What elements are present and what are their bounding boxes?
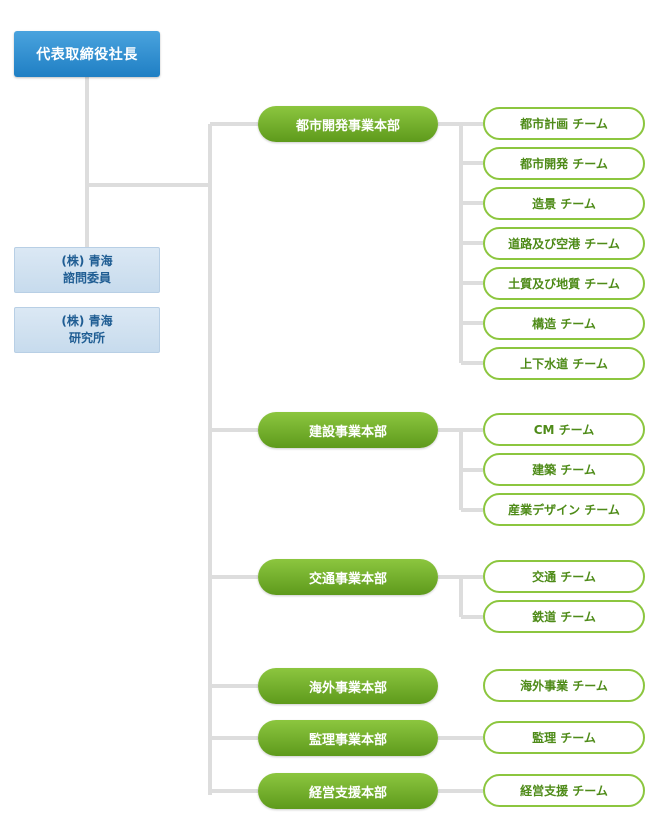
team-box[interactable]: 上下水道 チーム — [483, 347, 645, 380]
affiliate-label: (株) 青海 — [61, 254, 113, 268]
team-box[interactable]: 産業デザイン チーム — [483, 493, 645, 526]
team-box[interactable]: 鉄道 チーム — [483, 600, 645, 633]
team-box[interactable]: 海外事業 チーム — [483, 669, 645, 702]
team-box[interactable]: 造景 チーム — [483, 187, 645, 220]
division-urban-development[interactable]: 都市開発事業本部 — [258, 106, 438, 142]
team-box[interactable]: 都市計画 チーム — [483, 107, 645, 140]
division-supervision[interactable]: 監理事業本部 — [258, 720, 438, 756]
division-transport[interactable]: 交通事業本部 — [258, 559, 438, 595]
affiliate-label: 研究所 — [68, 331, 105, 345]
division-management-support[interactable]: 経営支援本部 — [258, 773, 438, 809]
team-box[interactable]: CM チーム — [483, 413, 645, 446]
affiliate-label: (株) 青海 — [61, 314, 113, 328]
division-overseas[interactable]: 海外事業本部 — [258, 668, 438, 704]
team-box[interactable]: 監理 チーム — [483, 721, 645, 754]
team-box[interactable]: 道路及び空港 チーム — [483, 227, 645, 260]
team-box[interactable]: 構造 チーム — [483, 307, 645, 340]
affiliate-research-box[interactable]: (株) 青海 研究所 — [14, 307, 160, 353]
ceo-box[interactable]: 代表取締役社長 — [14, 31, 160, 77]
team-box[interactable]: 土質及び地質 チーム — [483, 267, 645, 300]
team-box[interactable]: 交通 チーム — [483, 560, 645, 593]
team-box[interactable]: 都市開発 チーム — [483, 147, 645, 180]
division-construction[interactable]: 建設事業本部 — [258, 412, 438, 448]
affiliate-label: 諮問委員 — [62, 271, 111, 285]
affiliate-advisory-box[interactable]: (株) 青海 諮問委員 — [14, 247, 160, 293]
team-box[interactable]: 建築 チーム — [483, 453, 645, 486]
team-box[interactable]: 経営支援 チーム — [483, 774, 645, 807]
